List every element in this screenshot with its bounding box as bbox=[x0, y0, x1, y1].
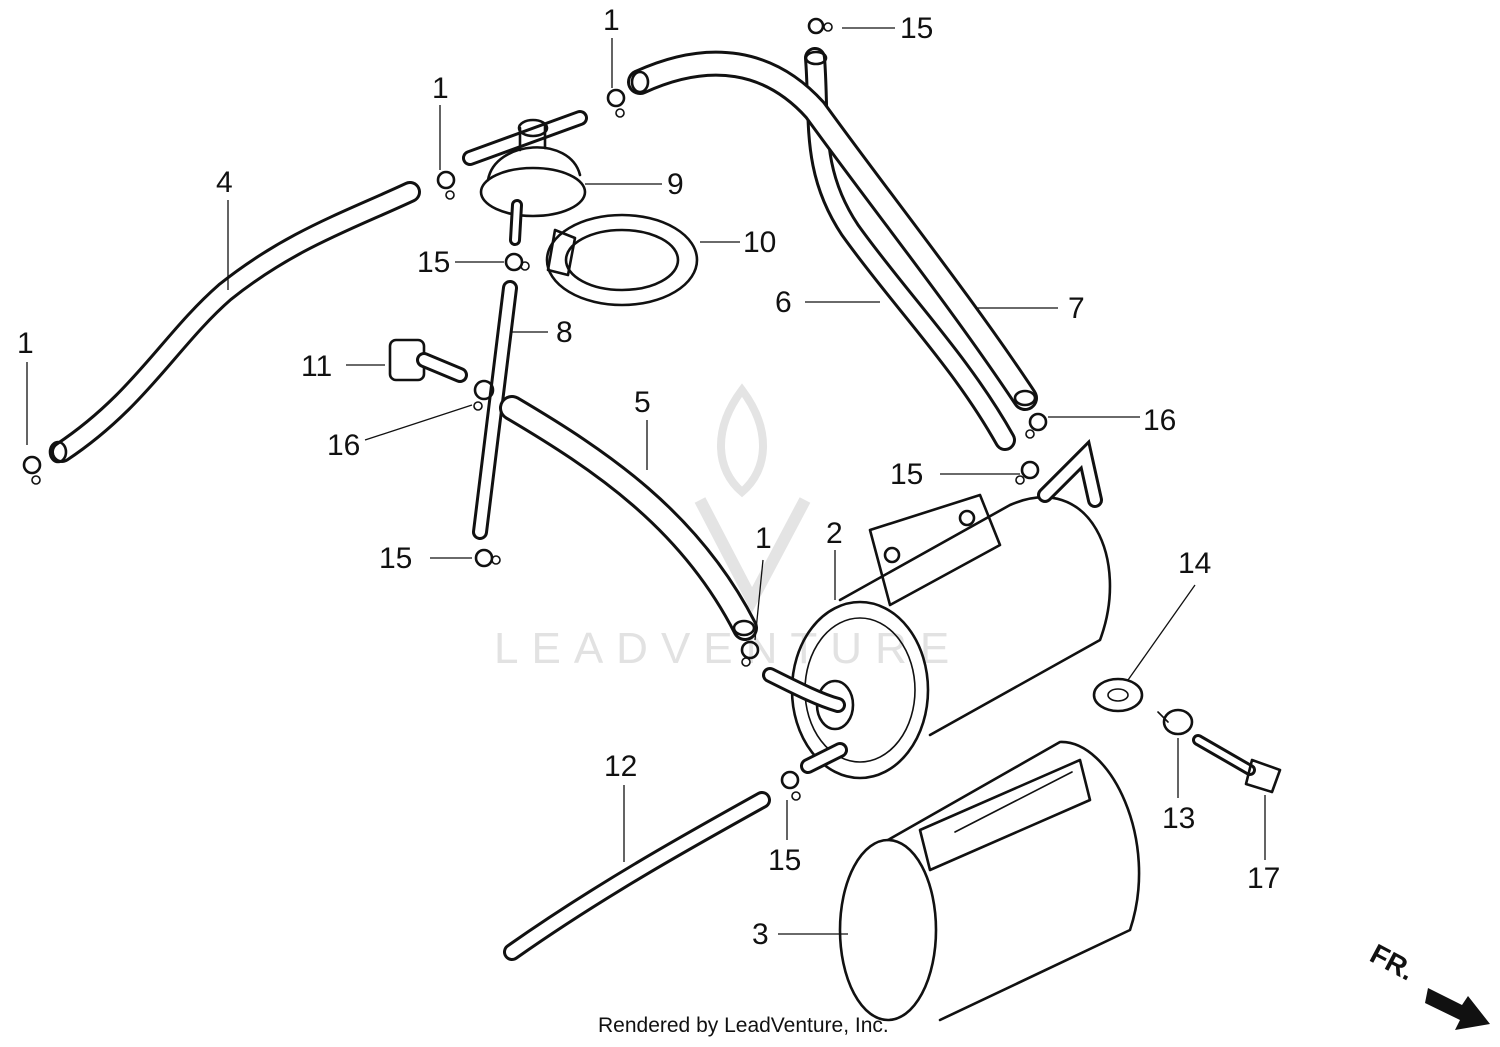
leader-lines bbox=[26, 27, 1266, 935]
callout-15: 15 bbox=[900, 12, 933, 45]
callout-16: 16 bbox=[327, 429, 360, 462]
bolt-17 bbox=[1192, 734, 1282, 794]
front-direction-marker: FR. bbox=[1365, 938, 1490, 1030]
hose-5 bbox=[499, 395, 758, 641]
grommet-14 bbox=[1092, 677, 1144, 713]
callout-1: 1 bbox=[17, 327, 34, 360]
callout-14: 14 bbox=[1178, 547, 1211, 580]
hose-8 bbox=[472, 280, 518, 540]
callout-10: 10 bbox=[743, 226, 776, 259]
hose-7 bbox=[627, 50, 1038, 411]
callout-1: 1 bbox=[432, 72, 449, 105]
front-marker-label: FR. bbox=[1365, 938, 1419, 987]
watermark: LEADVENTURE bbox=[494, 383, 962, 673]
callout-11: 11 bbox=[301, 350, 332, 383]
callout-15: 15 bbox=[768, 844, 801, 877]
callout-9: 9 bbox=[667, 168, 684, 201]
vacuum-valve-9 bbox=[462, 110, 588, 246]
callout-13: 13 bbox=[1162, 802, 1195, 835]
callout-17: 17 bbox=[1247, 862, 1280, 895]
hose-clamps bbox=[22, 17, 1048, 801]
callout-16: 16 bbox=[1143, 404, 1176, 437]
collar-13 bbox=[1157, 708, 1194, 736]
fitting-11 bbox=[388, 338, 468, 383]
mounting-band-10 bbox=[545, 213, 699, 307]
callout-12: 12 bbox=[604, 750, 637, 783]
callout-15: 15 bbox=[379, 542, 412, 575]
callout-5: 5 bbox=[634, 386, 651, 419]
charcoal-canister-2 bbox=[762, 439, 1112, 780]
callout-4: 4 bbox=[216, 166, 233, 199]
callout-6: 6 bbox=[775, 286, 792, 319]
hose-4 bbox=[48, 181, 421, 464]
callout-7: 7 bbox=[1068, 292, 1085, 325]
arrow-icon bbox=[1425, 988, 1490, 1030]
callout-3: 3 bbox=[752, 918, 769, 951]
callout-1: 1 bbox=[603, 4, 620, 37]
footer-credit: Rendered by LeadVenture, Inc. bbox=[598, 1014, 889, 1037]
callout-15: 15 bbox=[417, 246, 450, 279]
watermark-text: LEADVENTURE bbox=[494, 624, 962, 673]
hose-12 bbox=[503, 791, 771, 961]
callout-8: 8 bbox=[556, 316, 573, 349]
callout-1: 1 bbox=[755, 522, 772, 555]
canister-cover-3 bbox=[838, 740, 1141, 1022]
callout-15: 15 bbox=[890, 458, 923, 491]
callouts: 1 1 1 1 2 3 4 5 6 7 8 9 10 11 12 13 14 1… bbox=[17, 4, 1280, 951]
callout-2: 2 bbox=[826, 517, 843, 550]
